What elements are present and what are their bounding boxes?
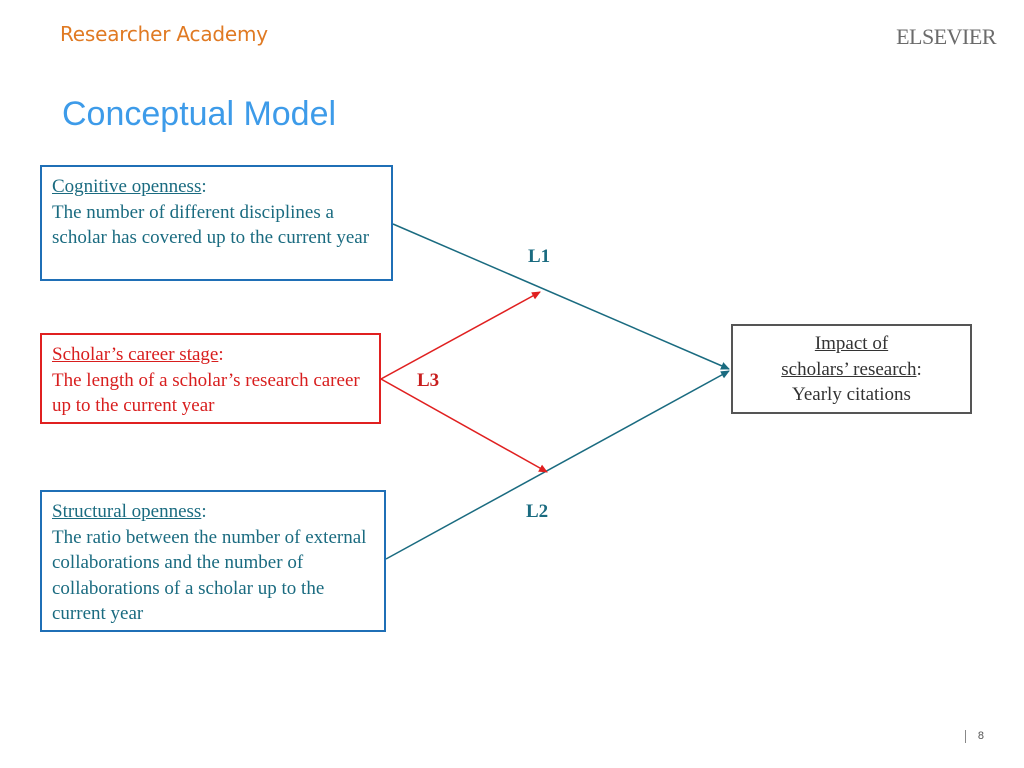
brand-logo-text: Researcher Academy xyxy=(60,22,268,46)
page-number: 8 xyxy=(977,730,984,742)
slide-title: Conceptual Model xyxy=(62,95,337,133)
career-stage-heading: Scholar’s career stage xyxy=(52,344,219,365)
career-stage-colon: : xyxy=(218,344,224,365)
cognitive-openness-box: Cognitive openness: The number of differ… xyxy=(40,165,393,281)
arrow-l3-career-to-l2 xyxy=(380,378,548,473)
edge-label-l3: L3 xyxy=(417,370,440,391)
research-impact-heading-line1: Impact of xyxy=(814,333,889,354)
research-impact-heading-line2: scholars’ research xyxy=(781,358,917,380)
page-number-divider xyxy=(965,730,966,743)
structural-openness-colon: : xyxy=(201,501,207,522)
cognitive-openness-heading: Cognitive openness xyxy=(52,176,202,197)
structural-openness-box: Structural openness: The ratio between t… xyxy=(40,490,386,632)
arrow-l3-career-to-l1 xyxy=(380,291,541,380)
career-stage-box: Scholar’s career stage: The length of a … xyxy=(40,333,381,424)
research-impact-box: Impact of scholars’ research: Yearly cit… xyxy=(731,324,972,414)
publisher-logo-text: ELSEVIER xyxy=(896,24,996,49)
research-impact-colon: : xyxy=(916,358,922,380)
edge-label-l2: L2 xyxy=(526,501,549,522)
arrow-l1-cognitive-to-impact xyxy=(392,223,730,370)
edge-label-l1: L1 xyxy=(528,246,551,267)
cognitive-openness-text: The number of different disciplines a sc… xyxy=(52,201,370,249)
cognitive-openness-colon: : xyxy=(201,176,207,197)
career-stage-text: The length of a scholar’s research caree… xyxy=(52,369,360,417)
structural-openness-heading: Structural openness xyxy=(52,501,202,522)
structural-openness-text: The ratio between the number of external… xyxy=(52,526,367,625)
research-impact-text: Yearly citations xyxy=(792,384,911,405)
arrow-l2-structural-to-impact xyxy=(385,370,730,560)
